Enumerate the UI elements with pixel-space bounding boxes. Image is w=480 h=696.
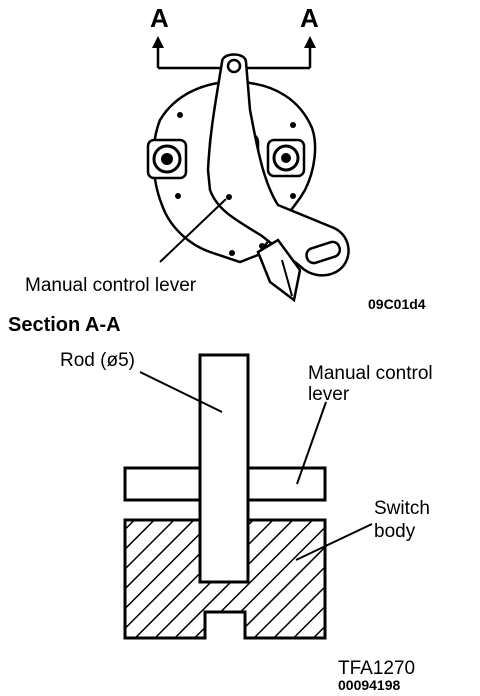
switch-body-label-line1: Switch: [374, 498, 430, 519]
body-leader-line: [295, 523, 373, 561]
section-title: Section A-A: [8, 314, 121, 336]
section-letter-left: A: [150, 3, 169, 33]
manual-control-lever-top: [206, 53, 350, 277]
switch-body-label-line2: body: [374, 521, 416, 542]
figure-code-1: TFA1270: [338, 658, 415, 679]
section-lever-label-line2: lever: [308, 384, 350, 405]
lever-center-mark: [226, 194, 232, 200]
figure-code-top: 09C01d4: [368, 296, 426, 312]
section-drawing: [123, 353, 373, 640]
housing-rivets: [175, 112, 296, 256]
section-lever-label-line1: Manual control: [308, 363, 433, 384]
lever-leader-line: [159, 198, 227, 263]
section-arrow-left: [152, 36, 164, 48]
top-view-drawing: [146, 36, 350, 303]
section-letter-right: A: [300, 3, 319, 33]
mounting-boss-right: [266, 138, 306, 178]
manual-control-lever-label: Manual control lever: [25, 275, 197, 296]
lever-section-leader-line: [296, 401, 327, 485]
section-arrow-right: [304, 36, 316, 48]
rod-label: Rod (ø5): [60, 350, 135, 371]
lever-stub: [256, 238, 302, 303]
mounting-boss-left: [146, 138, 188, 180]
rod-leader-line: [139, 371, 223, 413]
rod: [198, 353, 250, 584]
figure-code-2: 00094198: [338, 677, 401, 693]
